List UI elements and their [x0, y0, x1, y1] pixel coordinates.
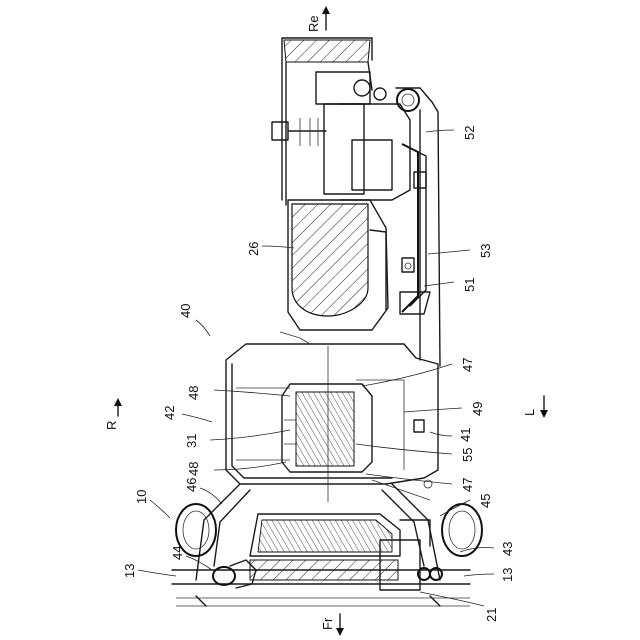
ref-53: 53 — [478, 244, 493, 258]
ref-40: 40 — [178, 304, 193, 318]
ref-52: 52 — [462, 126, 477, 140]
ref-55: 55 — [460, 448, 475, 462]
ref-47-top: 47 — [460, 358, 475, 372]
direction-front-label: Fr — [320, 617, 335, 630]
ref-47-bottom: 47 — [460, 478, 475, 492]
ref-43: 43 — [500, 542, 515, 556]
upper-rear-section — [272, 38, 440, 366]
ref-31: 31 — [184, 434, 199, 448]
tire-section-26 — [280, 200, 388, 344]
main-housing — [226, 344, 438, 502]
ref-44: 44 — [170, 546, 185, 560]
ref-51: 51 — [462, 278, 477, 292]
ref-49: 49 — [470, 402, 485, 416]
direction-left-label: L — [522, 409, 537, 416]
lower-front-section — [172, 484, 482, 606]
ref-48-top: 48 — [186, 386, 201, 400]
ref-42: 42 — [162, 406, 177, 420]
ref-41: 41 — [458, 428, 473, 442]
ref-21: 21 — [484, 608, 499, 622]
ref-13-right: 13 — [500, 568, 515, 582]
direction-right-label: R — [104, 421, 119, 430]
ref-10: 10 — [134, 490, 149, 504]
ref-46: 46 — [184, 478, 199, 492]
ref-26: 26 — [246, 242, 261, 256]
ref-48-bottom: 48 — [186, 462, 201, 476]
ref-13-left: 13 — [122, 564, 137, 578]
direction-rear-label: Re — [306, 15, 321, 32]
ref-45: 45 — [478, 494, 493, 508]
